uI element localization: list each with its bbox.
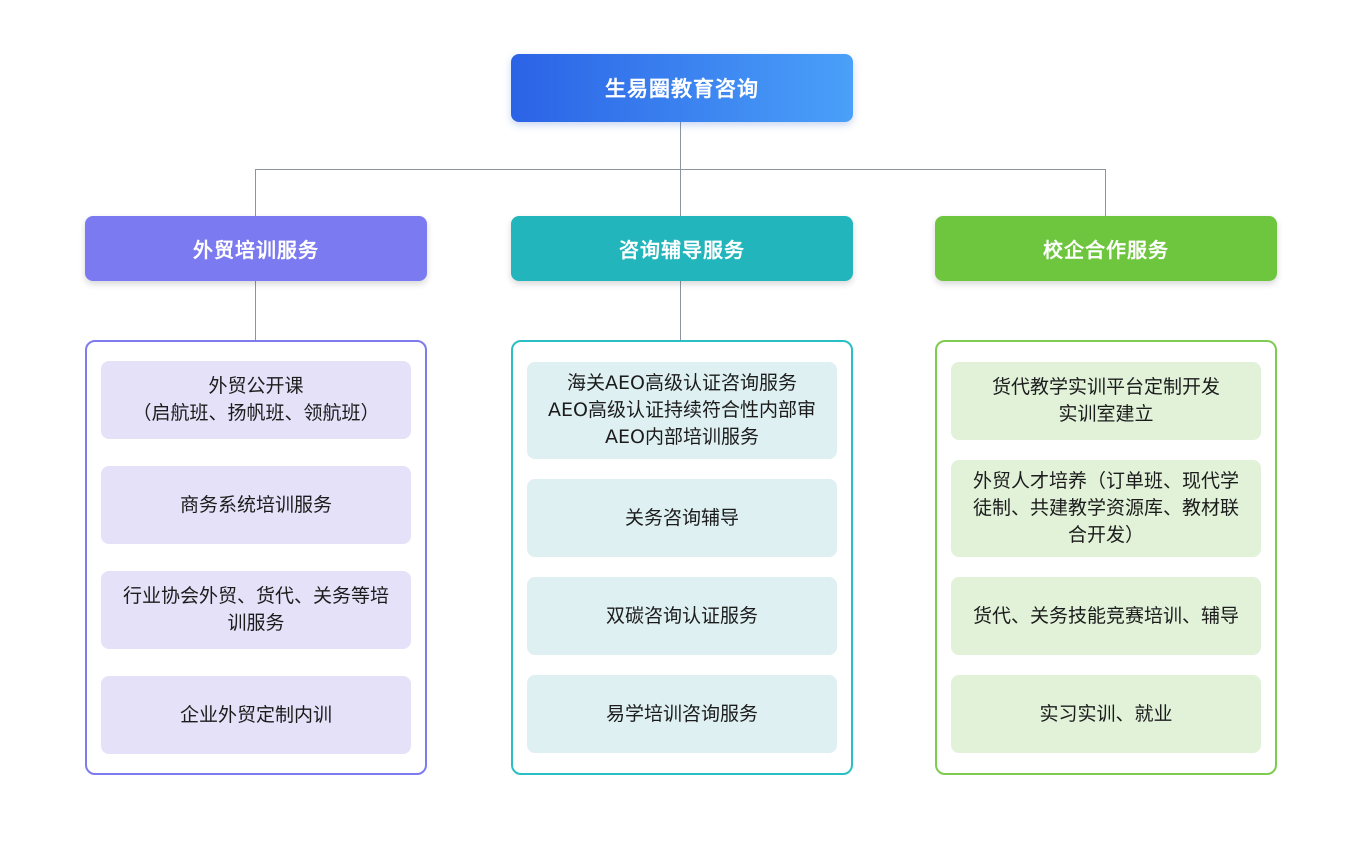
list-item: 行业协会外贸、货代、关务等培 训服务: [101, 571, 411, 649]
connector-branch-2-drop: [680, 169, 681, 216]
connector-branch-1-drop: [255, 169, 256, 216]
list-item: 易学培训咨询服务: [527, 675, 837, 753]
branch-header-consulting-coaching: 咨询辅导服务: [511, 216, 853, 281]
connector-branch-3-drop: [1105, 169, 1106, 216]
list-item: 实习实训、就业: [951, 675, 1261, 753]
list-item: 海关AEO高级认证咨询服务 AEO高级认证持续符合性内部审 AEO内部培训服务: [527, 362, 837, 459]
branch-header-label: 外贸培训服务: [193, 238, 319, 262]
branch-header-label: 咨询辅导服务: [619, 238, 745, 262]
branch-container-consulting-coaching: 海关AEO高级认证咨询服务 AEO高级认证持续符合性内部审 AEO内部培训服务 …: [511, 340, 853, 775]
list-item: 货代、关务技能竞赛培训、辅导: [951, 577, 1261, 655]
list-item: 货代教学实训平台定制开发 实训室建立: [951, 362, 1261, 440]
branch-container-foreign-trade-training: 外贸公开课 （启航班、扬帆班、领航班） 商务系统培训服务 行业协会外贸、货代、关…: [85, 340, 427, 775]
branch-header-foreign-trade-training: 外贸培训服务: [85, 216, 427, 281]
list-item: 企业外贸定制内训: [101, 676, 411, 754]
list-item: 外贸人才培养（订单班、现代学 徒制、共建教学资源库、教材联 合开发）: [951, 460, 1261, 557]
branch-header-label: 校企合作服务: [1043, 238, 1169, 262]
list-item: 关务咨询辅导: [527, 479, 837, 557]
connector-branch-2-container: [680, 281, 681, 340]
list-item: 商务系统培训服务: [101, 466, 411, 544]
root-node: 生易圈教育咨询: [511, 54, 853, 122]
connector-branch-1-container: [255, 281, 256, 340]
list-item: 双碳咨询认证服务: [527, 577, 837, 655]
root-node-label: 生易圈教育咨询: [605, 77, 759, 101]
list-item: 外贸公开课 （启航班、扬帆班、领航班）: [101, 361, 411, 439]
branch-container-school-enterprise: 货代教学实训平台定制开发 实训室建立 外贸人才培养（订单班、现代学 徒制、共建教…: [935, 340, 1277, 775]
connector-root-stem: [680, 122, 681, 169]
branch-header-school-enterprise: 校企合作服务: [935, 216, 1277, 281]
